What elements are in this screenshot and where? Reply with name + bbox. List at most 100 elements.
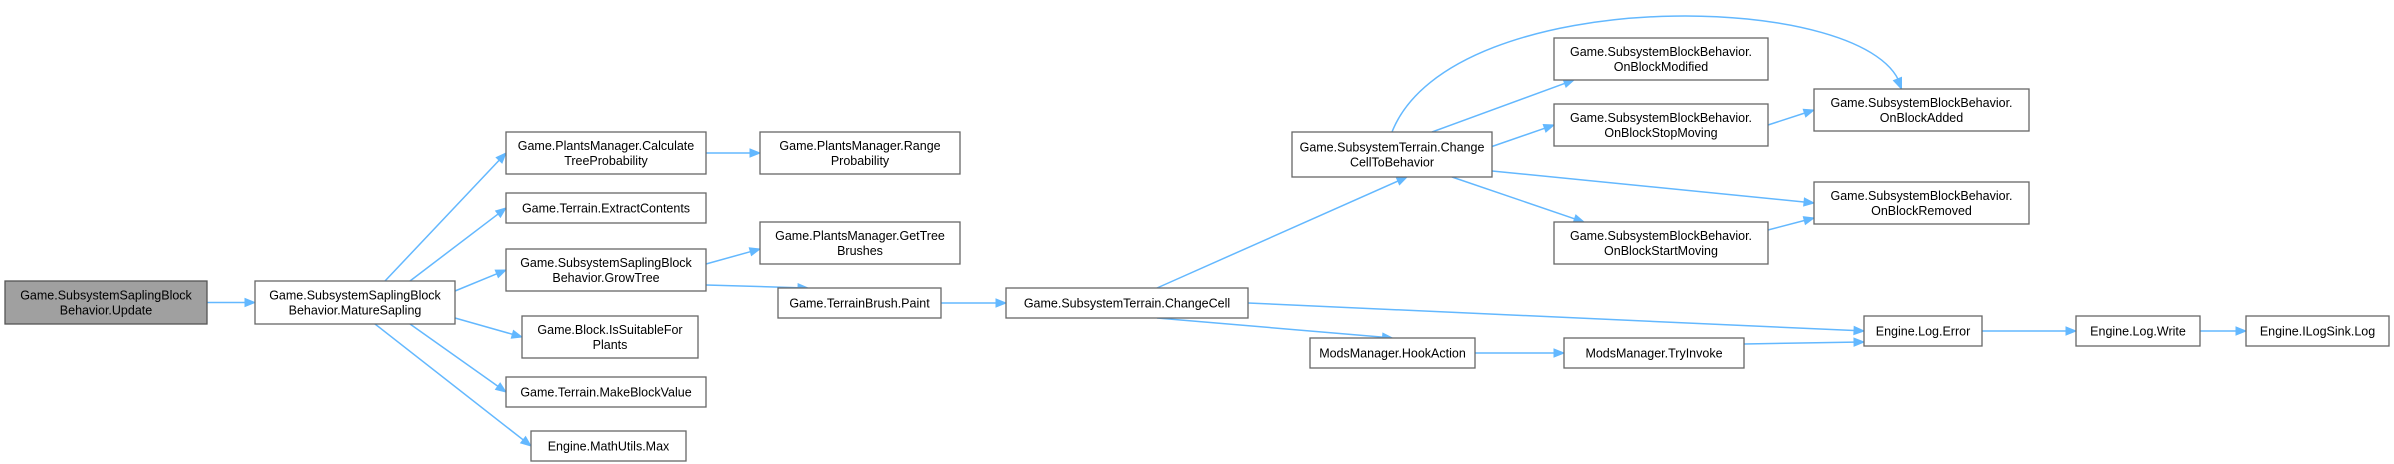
node-label-line: Game.SubsystemBlockBehavior.: [1570, 229, 1752, 243]
arrowhead-icon: [2235, 326, 2248, 336]
node-label-line: Game.SubsystemSaplingBlock: [20, 289, 192, 303]
graph-node-n14[interactable]: Game.SubsystemBlockBehavior.OnBlockModif…: [1553, 37, 1769, 81]
node-label-line: Game.SubsystemSaplingBlock: [269, 289, 441, 303]
graph-node-n18[interactable]: Game.SubsystemBlockBehavior.OnBlockAdded: [1813, 88, 2030, 132]
node-label-line: Game.SubsystemTerrain.Change: [1300, 141, 1485, 155]
node-label-line: Game.SubsystemBlockBehavior.: [1570, 111, 1752, 125]
node-box[interactable]: [777, 287, 942, 319]
arrowhead-icon: [1802, 108, 1816, 118]
node-label-line: Engine.ILogSink.Log: [2260, 325, 2375, 339]
node-label-line: Game.SubsystemBlockBehavior.: [1570, 45, 1752, 59]
node-label-line: OnBlockRemoved: [1871, 204, 1972, 218]
node-label-line: Engine.Log.Error: [1876, 325, 1971, 339]
graph-node-n21[interactable]: Engine.Log.Write: [2075, 315, 2201, 347]
graph-node-n16[interactable]: Game.SubsystemBlockBehavior.OnBlockStart…: [1553, 221, 1769, 265]
node-label-line: Engine.MathUtils.Max: [548, 440, 670, 454]
node-label-line: Behavior.GrowTree: [552, 271, 659, 285]
graph-node-n7[interactable]: Engine.MathUtils.Max: [530, 430, 687, 462]
node-box[interactable]: [1309, 337, 1476, 369]
arrowhead-icon: [244, 297, 257, 308]
edge-n11-n13: [1156, 317, 1383, 338]
graph-node-n11[interactable]: Game.SubsystemTerrain.ChangeCell: [1005, 287, 1249, 319]
graph-node-n19[interactable]: Game.SubsystemBlockBehavior.OnBlockRemov…: [1813, 181, 2030, 225]
graph-node-n6[interactable]: Game.Terrain.MakeBlockValue: [505, 376, 707, 408]
node-box[interactable]: [521, 315, 699, 359]
node-label-line: TreeProbability: [564, 154, 648, 168]
arrowhead-icon: [1853, 337, 1866, 347]
node-box[interactable]: [759, 131, 961, 175]
node-box[interactable]: [1291, 131, 1493, 178]
node-label-line: Game.Terrain.MakeBlockValue: [520, 386, 691, 400]
node-box[interactable]: [2245, 315, 2390, 347]
node-label-line: Game.SubsystemBlockBehavior.: [1830, 96, 2012, 110]
graph-node-n4[interactable]: Game.SubsystemSaplingBlockBehavior.GrowT…: [505, 248, 707, 292]
arrowhead-icon: [510, 329, 524, 339]
node-label-line: Behavior.MatureSapling: [289, 304, 422, 318]
node-label-line: Brushes: [837, 244, 883, 258]
node-label-line: OnBlockStartMoving: [1604, 244, 1718, 258]
arrowhead-icon: [1892, 76, 1902, 91]
node-box[interactable]: [530, 430, 687, 462]
graph-node-n2[interactable]: Game.PlantsManager.CalculateTreeProbabil…: [505, 131, 707, 175]
edge-n1-n6: [409, 323, 499, 387]
node-label-line: ModsManager.HookAction: [1319, 347, 1466, 361]
node-box[interactable]: [505, 131, 707, 175]
arrowhead-icon: [1395, 176, 1409, 186]
edge-n15-n18: [1767, 112, 1805, 126]
node-box[interactable]: [1553, 103, 1769, 147]
graph-node-n17[interactable]: ModsManager.TryInvoke: [1563, 337, 1745, 369]
edge-n11-n12: [1156, 180, 1399, 289]
node-label-line: Game.PlantsManager.GetTree: [775, 229, 945, 243]
node-box[interactable]: [1553, 221, 1769, 265]
arrowhead-icon: [2065, 326, 2078, 336]
arrowhead-icon: [1562, 79, 1576, 89]
graph-node-n12[interactable]: Game.SubsystemTerrain.ChangeCellToBehavi…: [1291, 131, 1493, 178]
node-label-line: Game.Terrain.ExtractContents: [522, 202, 690, 216]
node-box[interactable]: [1813, 181, 2030, 225]
edge-n16-n19: [1767, 219, 1805, 231]
arrowhead-icon: [1853, 325, 1866, 336]
arrowhead-icon: [494, 207, 508, 219]
node-box[interactable]: [4, 280, 208, 325]
graph-node-n15[interactable]: Game.SubsystemBlockBehavior.OnBlockStopM…: [1553, 103, 1769, 147]
node-box[interactable]: [759, 221, 961, 265]
node-box[interactable]: [254, 280, 456, 325]
node-box[interactable]: [1863, 315, 1983, 347]
graph-node-n10[interactable]: Game.TerrainBrush.Paint: [777, 287, 942, 319]
node-box[interactable]: [1005, 287, 1249, 319]
edge-n4-n9: [705, 250, 751, 265]
edge-n1-n2: [384, 159, 500, 282]
node-label-line: ModsManager.TryInvoke: [1585, 347, 1722, 361]
node-box[interactable]: [505, 192, 707, 224]
edge-n12-n15: [1491, 127, 1545, 148]
node-label-line: OnBlockStopMoving: [1604, 126, 1717, 140]
node-label-line: Engine.Log.Write: [2090, 325, 2186, 339]
node-box[interactable]: [1813, 88, 2030, 132]
node-box[interactable]: [505, 248, 707, 292]
node-label-line: Game.PlantsManager.Range: [779, 139, 940, 153]
edge-n12-n19: [1491, 170, 1805, 203]
edge-n11-n20: [1247, 302, 1855, 332]
node-label-line: Game.TerrainBrush.Paint: [789, 297, 930, 311]
edge-n17-n20: [1743, 341, 1855, 345]
edges-layer: [207, 15, 2248, 447]
graph-node-n22[interactable]: Engine.ILogSink.Log: [2245, 315, 2390, 347]
node-box[interactable]: [1563, 337, 1745, 369]
node-box[interactable]: [505, 376, 707, 408]
node-label-line: Game.SubsystemSaplingBlock: [520, 256, 692, 270]
graph-node-n20[interactable]: Engine.Log.Error: [1863, 315, 1983, 347]
graph-node-n0[interactable]: Game.SubsystemSaplingBlockBehavior.Updat…: [4, 280, 208, 325]
node-box[interactable]: [2075, 315, 2201, 347]
graph-node-n3[interactable]: Game.Terrain.ExtractContents: [505, 192, 707, 224]
node-box[interactable]: [1553, 37, 1769, 81]
graph-node-n13[interactable]: ModsManager.HookAction: [1309, 337, 1476, 369]
edge-n1-n7: [374, 323, 524, 441]
graph-node-n1[interactable]: Game.SubsystemSaplingBlockBehavior.Matur…: [254, 280, 456, 325]
arrowhead-icon: [1803, 197, 1816, 207]
edge-n1-n4: [454, 273, 498, 292]
arrowhead-icon: [749, 148, 762, 158]
